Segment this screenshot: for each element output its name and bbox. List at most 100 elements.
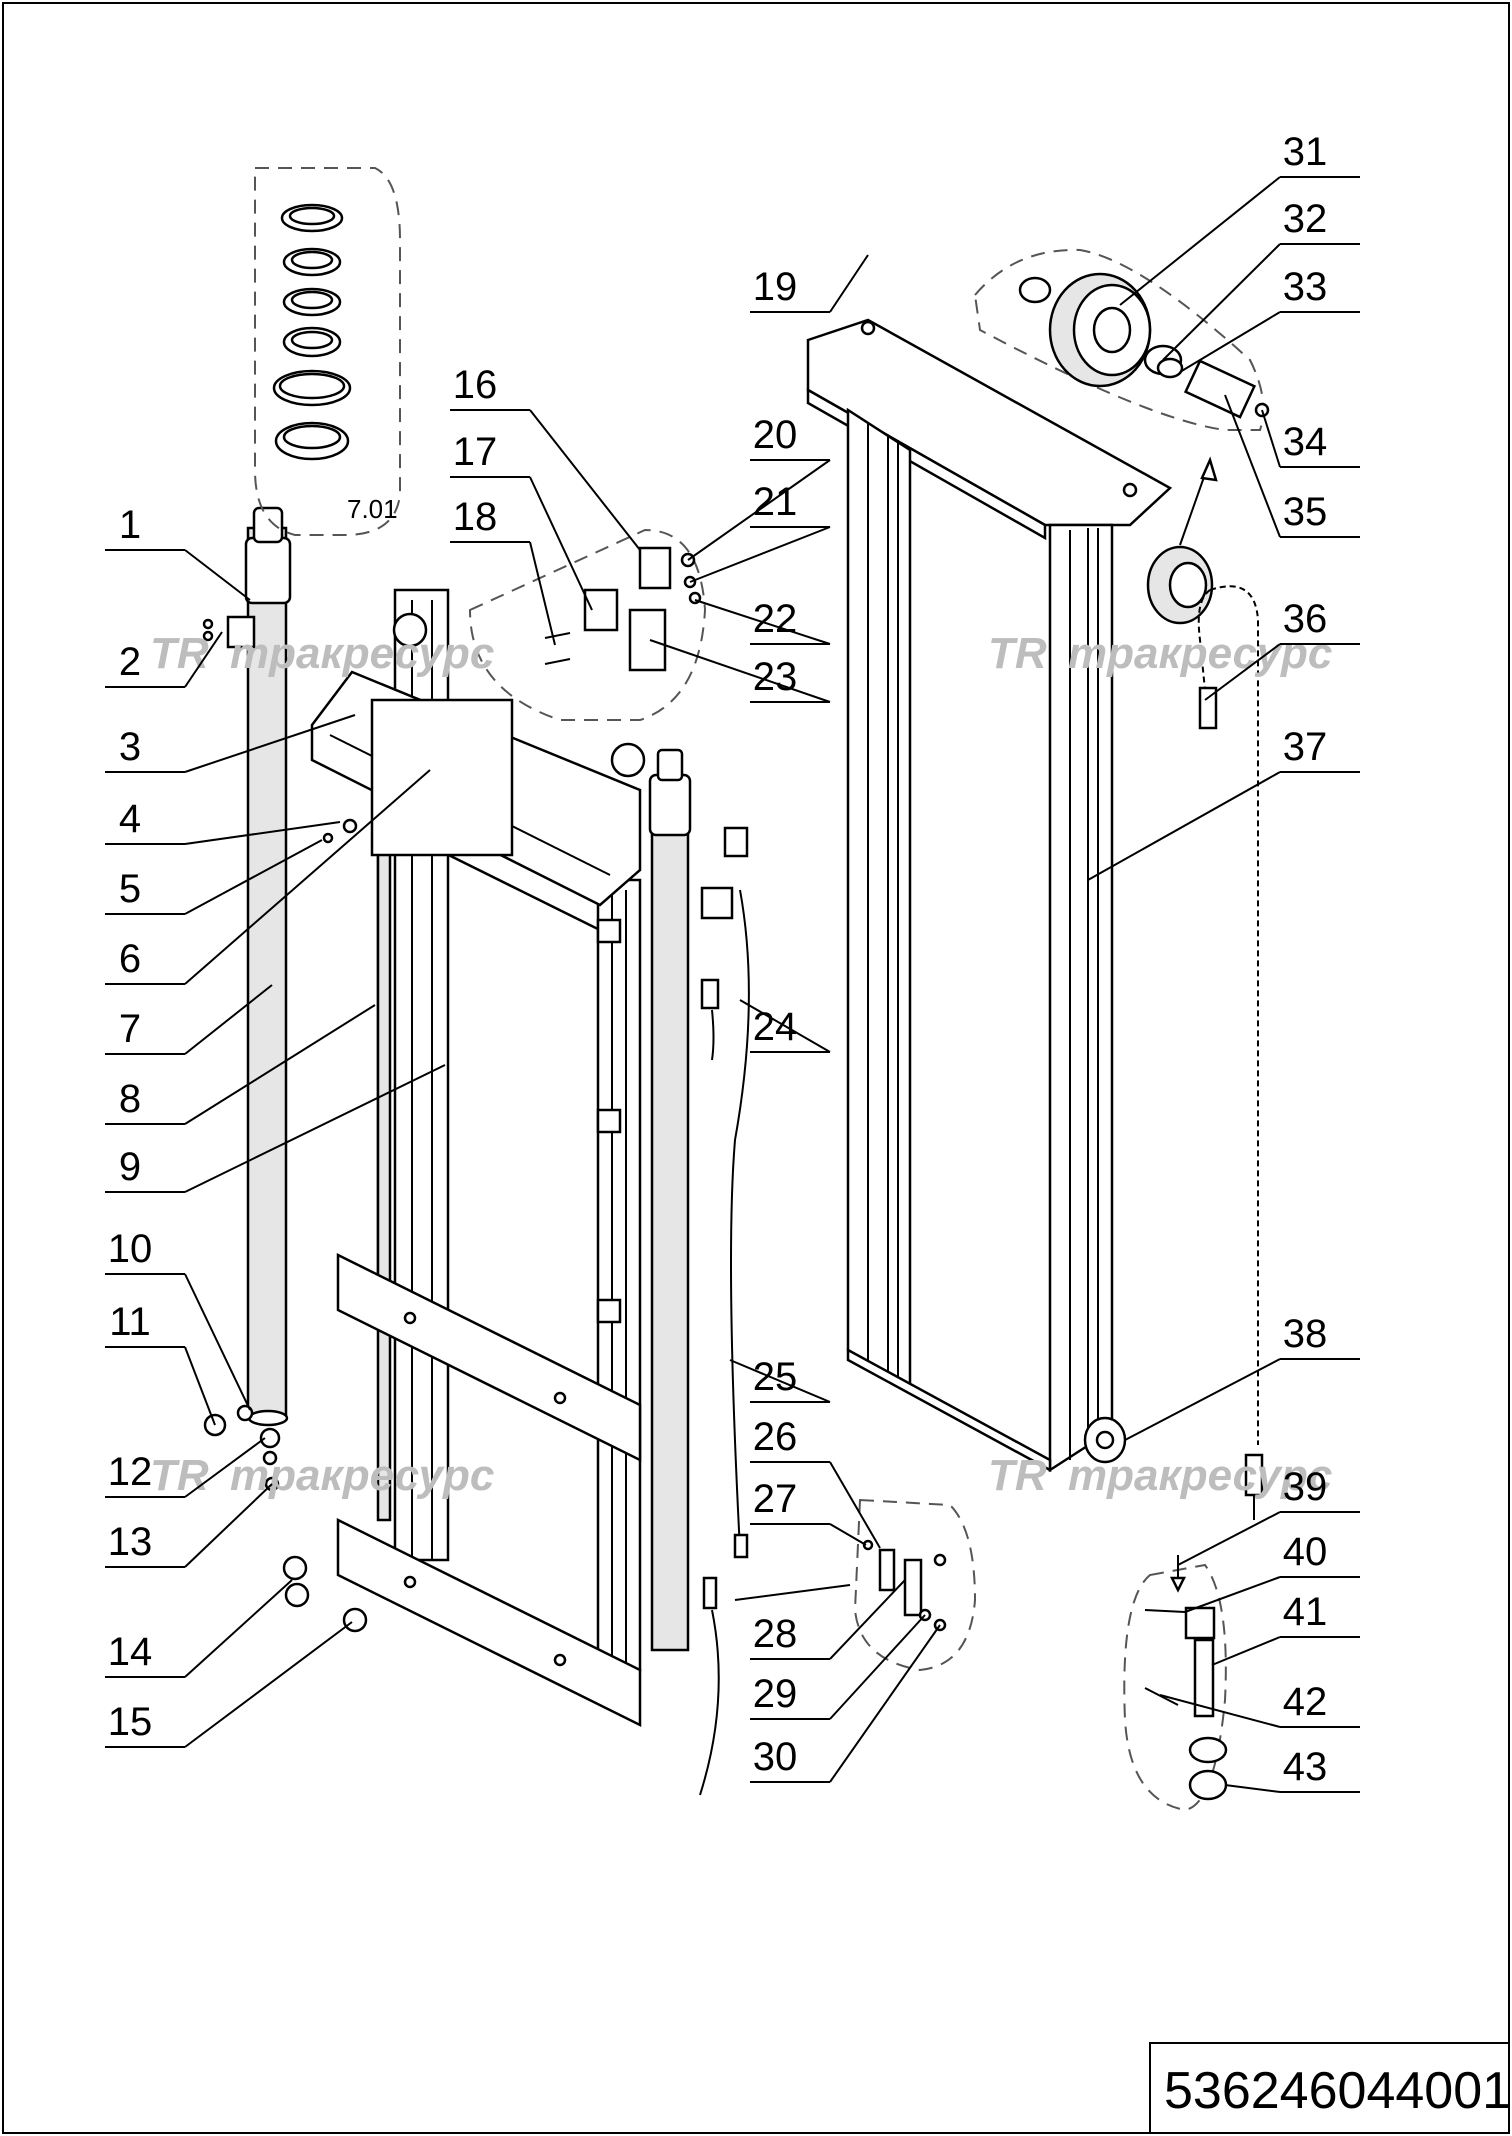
callout-35: 35: [1283, 490, 1328, 534]
drawing-number: 536246044001: [1164, 2062, 1511, 2120]
leader-line-5: [184, 839, 323, 915]
callout-30: 30: [753, 1735, 798, 1779]
leader-line-2: [184, 631, 223, 688]
callout-labels: 1234567891011121314151617181920212223242…: [105, 130, 1360, 1793]
leader-line-28: [829, 1579, 906, 1660]
callout-31: 31: [1283, 130, 1328, 174]
callout-7: 7: [119, 1007, 141, 1051]
leader-line-24: [739, 999, 831, 1053]
leader-line-42: [1159, 1694, 1281, 1728]
leader-line-16: [529, 409, 641, 551]
callout-2: 2: [119, 640, 141, 684]
callout-6: 6: [119, 937, 141, 981]
leader-line-10: [184, 1273, 251, 1411]
callout-29: 29: [753, 1672, 798, 1716]
sensor-cable: [699, 826, 750, 1796]
leader-line-39: [1177, 1511, 1281, 1566]
carriage-frame: [310, 588, 692, 1728]
bracket-group-boundary: [853, 1498, 977, 1672]
callout-40: 40: [1283, 1530, 1328, 1574]
callout-11: 11: [109, 1300, 151, 1344]
svg-text:тракресурс: тракресурс: [1068, 1451, 1332, 1500]
leader-line-37: [1087, 771, 1281, 881]
callout-41: 41: [1283, 1590, 1328, 1634]
leader-line-35: [1224, 394, 1281, 538]
leader-line-14: [184, 1579, 293, 1678]
svg-text:TR: TR: [150, 1451, 209, 1500]
leader-line-29: [829, 1614, 926, 1720]
callout-20: 20: [753, 413, 798, 457]
callout-15: 15: [108, 1700, 153, 1744]
callout-22: 22: [753, 597, 798, 641]
leader-line-31: [1119, 176, 1281, 306]
leader-line-40: [1184, 1576, 1281, 1613]
leader-line-21: [689, 526, 831, 583]
callout-36: 36: [1283, 597, 1328, 641]
lift-chain: [1197, 585, 1264, 1520]
leader-line-4: [184, 821, 341, 845]
left-column-tube: [244, 506, 292, 1427]
leader-line-3: [184, 714, 356, 773]
callout-33: 33: [1283, 265, 1328, 309]
callout-12: 12: [108, 1450, 153, 1494]
callout-9: 9: [119, 1145, 141, 1189]
leader-line-20: [687, 459, 831, 561]
callout-39: 39: [1283, 1465, 1328, 1509]
leader-line-23: [649, 639, 831, 703]
callout-34: 34: [1283, 420, 1328, 464]
leader-line-30: [829, 1624, 941, 1783]
leader-line-34: [1261, 409, 1281, 468]
leader-line-12: [184, 1437, 266, 1498]
drawing-number-box: 536246044001: [1149, 2042, 1511, 2134]
callout-17: 17: [453, 430, 498, 474]
callout-3: 3: [119, 725, 141, 769]
leader-line-11: [184, 1346, 216, 1426]
leader-line-25: [729, 1359, 831, 1403]
limit-switch-parts: [544, 546, 702, 672]
callout-10: 10: [108, 1227, 153, 1271]
leader-line-43: [1224, 1784, 1281, 1793]
leader-line-32: [1162, 243, 1281, 361]
leader-line-17: [529, 476, 593, 611]
chain-anchor-bolt: [1144, 1555, 1228, 1801]
leader-line-8: [184, 1004, 376, 1125]
callout-5: 5: [119, 867, 141, 911]
outer-mast: [806, 318, 1173, 1473]
sheave-group-boundary: [973, 248, 1265, 431]
callout-32: 32: [1283, 197, 1328, 241]
svg-text:TR: TR: [988, 1451, 1047, 1500]
callout-16: 16: [453, 363, 498, 407]
watermark-bottom-right: TR тракресурс: [988, 1451, 1332, 1500]
subassembly-7-01-boundary: [254, 167, 401, 536]
svg-text:тракресурс: тракресурс: [1068, 629, 1332, 678]
svg-text:тракресурс: тракресурс: [230, 1451, 494, 1500]
svg-text:тракресурс: тракресурс: [230, 629, 494, 678]
callout-38: 38: [1283, 1312, 1328, 1356]
leader-line-6: [184, 769, 431, 985]
callout-19: 19: [753, 265, 798, 309]
callout-21: 21: [753, 480, 798, 524]
leader-line-9: [184, 1064, 446, 1193]
callout-25: 25: [753, 1355, 798, 1399]
leader-line-36: [1204, 643, 1281, 701]
callout-27: 27: [753, 1477, 798, 1521]
svg-text:TR: TR: [988, 629, 1047, 678]
leader-line-7: [184, 984, 273, 1055]
switch-group-boundary: [468, 528, 707, 721]
leader-line-33: [1179, 311, 1281, 373]
callout-18: 18: [453, 495, 498, 539]
callout-26: 26: [753, 1415, 798, 1459]
callout-28: 28: [753, 1612, 798, 1656]
leader-line-27: [829, 1523, 867, 1546]
leader-line-41: [1211, 1636, 1281, 1666]
watermark-top-right: TR тракресурс: [988, 629, 1332, 678]
leader-line-15: [184, 1621, 353, 1748]
callout-13: 13: [108, 1520, 153, 1564]
watermark-top-left: TR тракресурс: [150, 629, 494, 678]
leader-line-13: [184, 1483, 273, 1568]
callout-37: 37: [1283, 725, 1328, 769]
leader-line-18: [529, 541, 556, 646]
callout-4: 4: [119, 797, 141, 841]
